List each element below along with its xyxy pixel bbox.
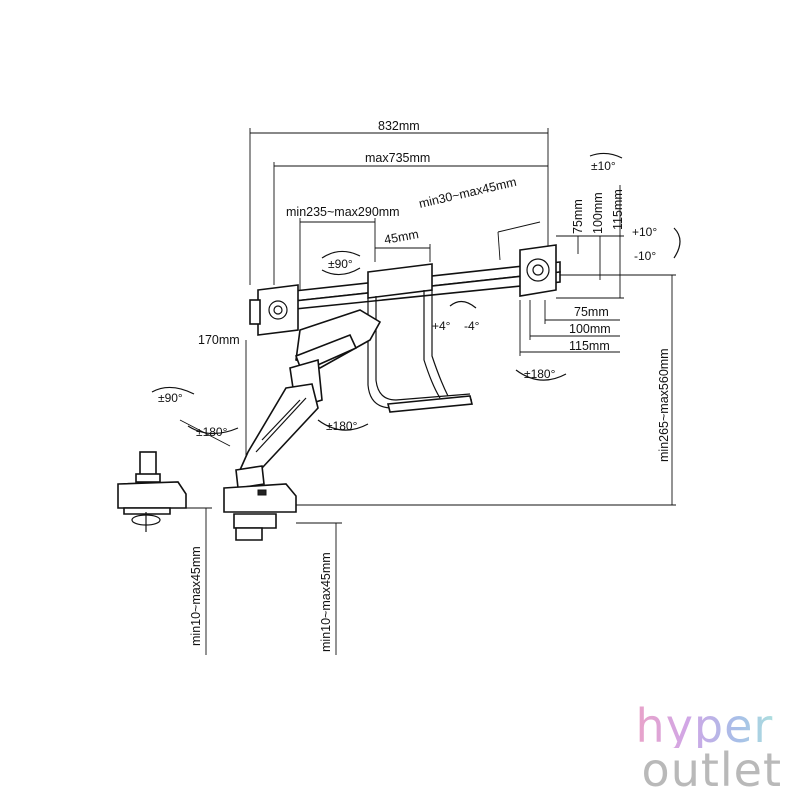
tilt-up-label: +10°	[632, 225, 657, 239]
left-vesa-plate	[249, 284, 299, 336]
vesa-v75-label: 75mm	[571, 199, 585, 234]
arm-height-label: 170mm	[198, 333, 240, 347]
arm-span-label: min235~max290mm	[286, 205, 400, 219]
rotate-arrow-icon	[187, 425, 239, 435]
rotation-arrows	[151, 152, 681, 447]
swivel-arm-label: ±90°	[328, 257, 353, 271]
brand-logo: hyper outlet	[636, 703, 782, 797]
clamp-thickness-a-label: min10~max45mm	[189, 546, 203, 646]
max-width-label: max735mm	[365, 151, 430, 165]
vesa-h115-label: 115mm	[569, 339, 610, 353]
vesa-offset-label: min30~max45mm	[418, 175, 518, 211]
brand-line-1: hyper	[636, 703, 782, 749]
right-vesa-plate	[519, 244, 557, 297]
desk-clamp	[223, 483, 297, 541]
tilt-down-label: -10°	[634, 249, 656, 263]
rotate-vesa-label: ±180°	[524, 367, 556, 381]
swivel-arrow-icon	[321, 250, 361, 259]
swivel-minus-label: -4°	[464, 319, 480, 333]
rotate-arrow-icon	[515, 369, 567, 381]
rotate-arrow-icon	[317, 419, 369, 431]
tilt-arrow-icon	[589, 152, 623, 159]
arm-rotate-label: ±180°	[326, 419, 358, 433]
dimension-labels: 832mm max735mm min235~max290mm min30~max…	[158, 119, 671, 652]
grommet-mount	[117, 451, 187, 532]
swivel-arrow-icon	[449, 300, 477, 309]
swivel-arrow-icon	[321, 267, 361, 276]
clamp-swivel-label: ±90°	[158, 391, 183, 405]
rotate-arrow-icon	[151, 386, 195, 395]
total-height-label: min265~max560mm	[657, 348, 671, 462]
vesa-v100-label: 100mm	[591, 192, 605, 234]
vesa-v115-label: 115mm	[611, 189, 625, 230]
clamp-rotate-label: ±180°	[196, 425, 228, 439]
tilt-arrow-icon	[673, 227, 681, 259]
pole-spacing-label: 45mm	[383, 227, 420, 247]
vesa-h100-label: 100mm	[569, 322, 611, 336]
clamp-thickness-b-label: min10~max45mm	[319, 552, 333, 652]
vesa-h75-label: 75mm	[574, 305, 609, 319]
overall-width-label: 832mm	[378, 119, 420, 133]
swivel-plus-label: +4°	[432, 319, 451, 333]
arm-assembly	[117, 244, 561, 541]
brand-line-2: outlet	[641, 743, 782, 797]
tilt-top-label: ±10°	[591, 159, 616, 173]
